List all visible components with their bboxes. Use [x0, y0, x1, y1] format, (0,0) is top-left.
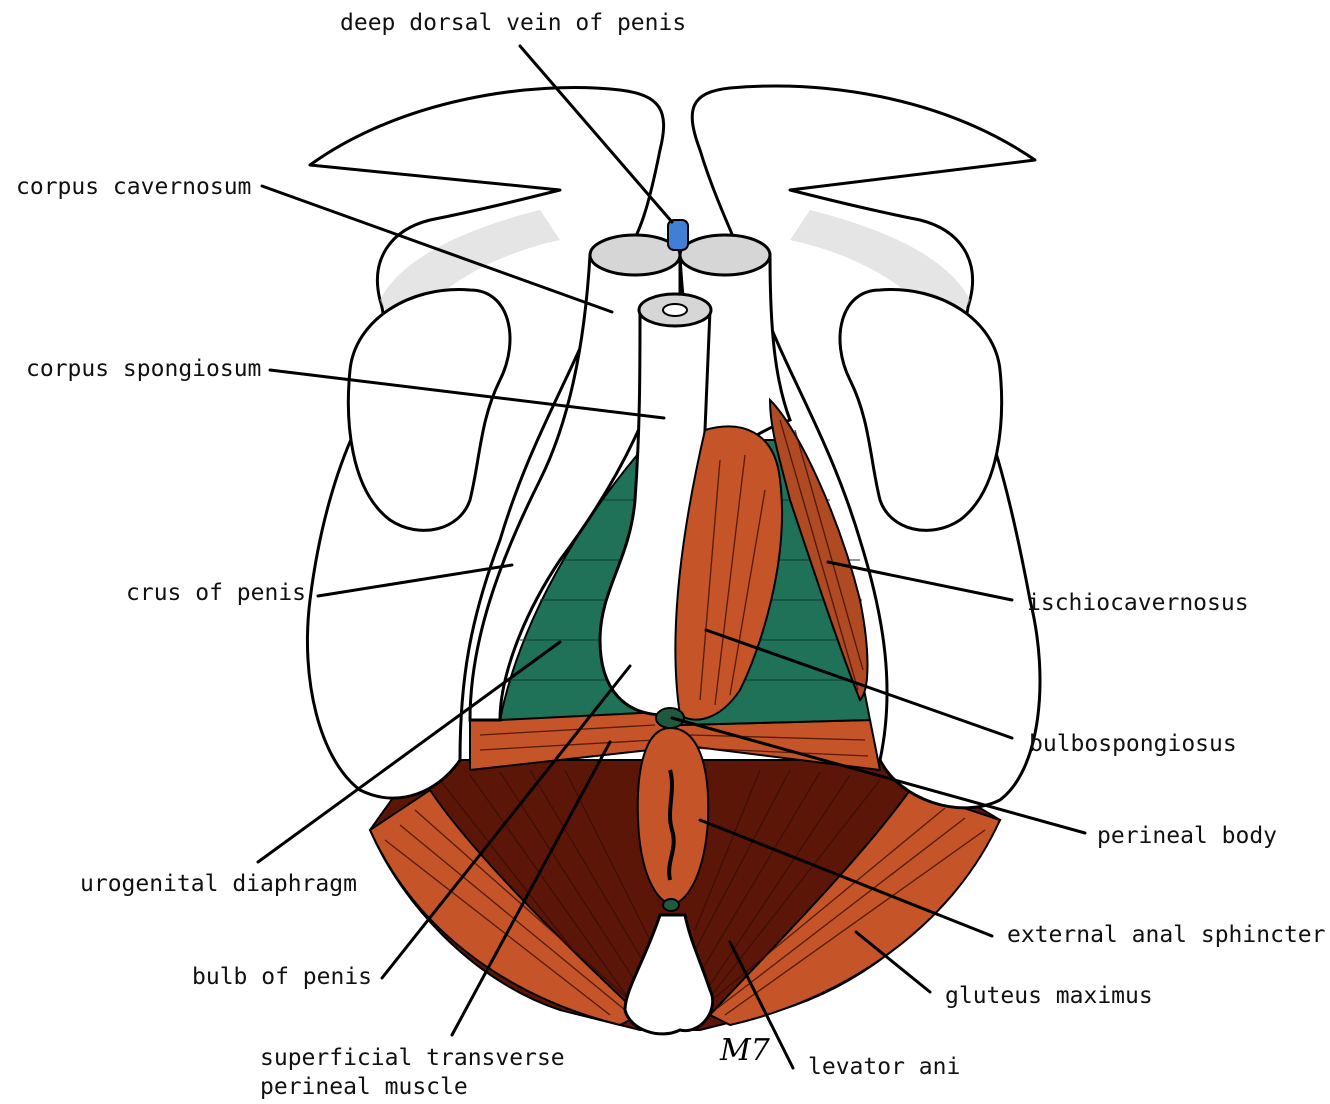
label-external-anal-sphincter: external anal sphincter	[1007, 922, 1326, 948]
label-crus-of-penis: crus of penis	[126, 580, 306, 606]
right-corpus-cavernosum-end	[680, 235, 770, 275]
label-bulbospongiosus: bulbospongiosus	[1029, 731, 1237, 757]
label-corpus-spongiosum: corpus spongiosum	[26, 356, 261, 382]
artist-signature: M7	[719, 1033, 771, 1068]
label-deep-dorsal-vein: deep dorsal vein of penis	[340, 10, 686, 36]
perineal-body	[656, 708, 684, 728]
label-superficial-transverse-line1: superficial transverse	[260, 1045, 565, 1071]
label-levator-ani: levator ani	[808, 1054, 960, 1080]
label-superficial-transverse-line2: perineal muscle	[260, 1074, 468, 1100]
label-corpus-cavernosum: corpus cavernosum	[16, 174, 251, 200]
label-perineal-body: perineal body	[1097, 823, 1277, 849]
label-ischiocavernosus: ischiocavernosus	[1027, 590, 1249, 616]
left-corpus-cavernosum-end	[590, 235, 680, 275]
label-bulb-of-penis: bulb of penis	[192, 964, 372, 990]
label-gluteus-maximus: gluteus maximus	[945, 983, 1153, 1009]
deep-dorsal-vein	[668, 220, 688, 250]
label-urogenital-diaphragm: urogenital diaphragm	[80, 871, 357, 897]
